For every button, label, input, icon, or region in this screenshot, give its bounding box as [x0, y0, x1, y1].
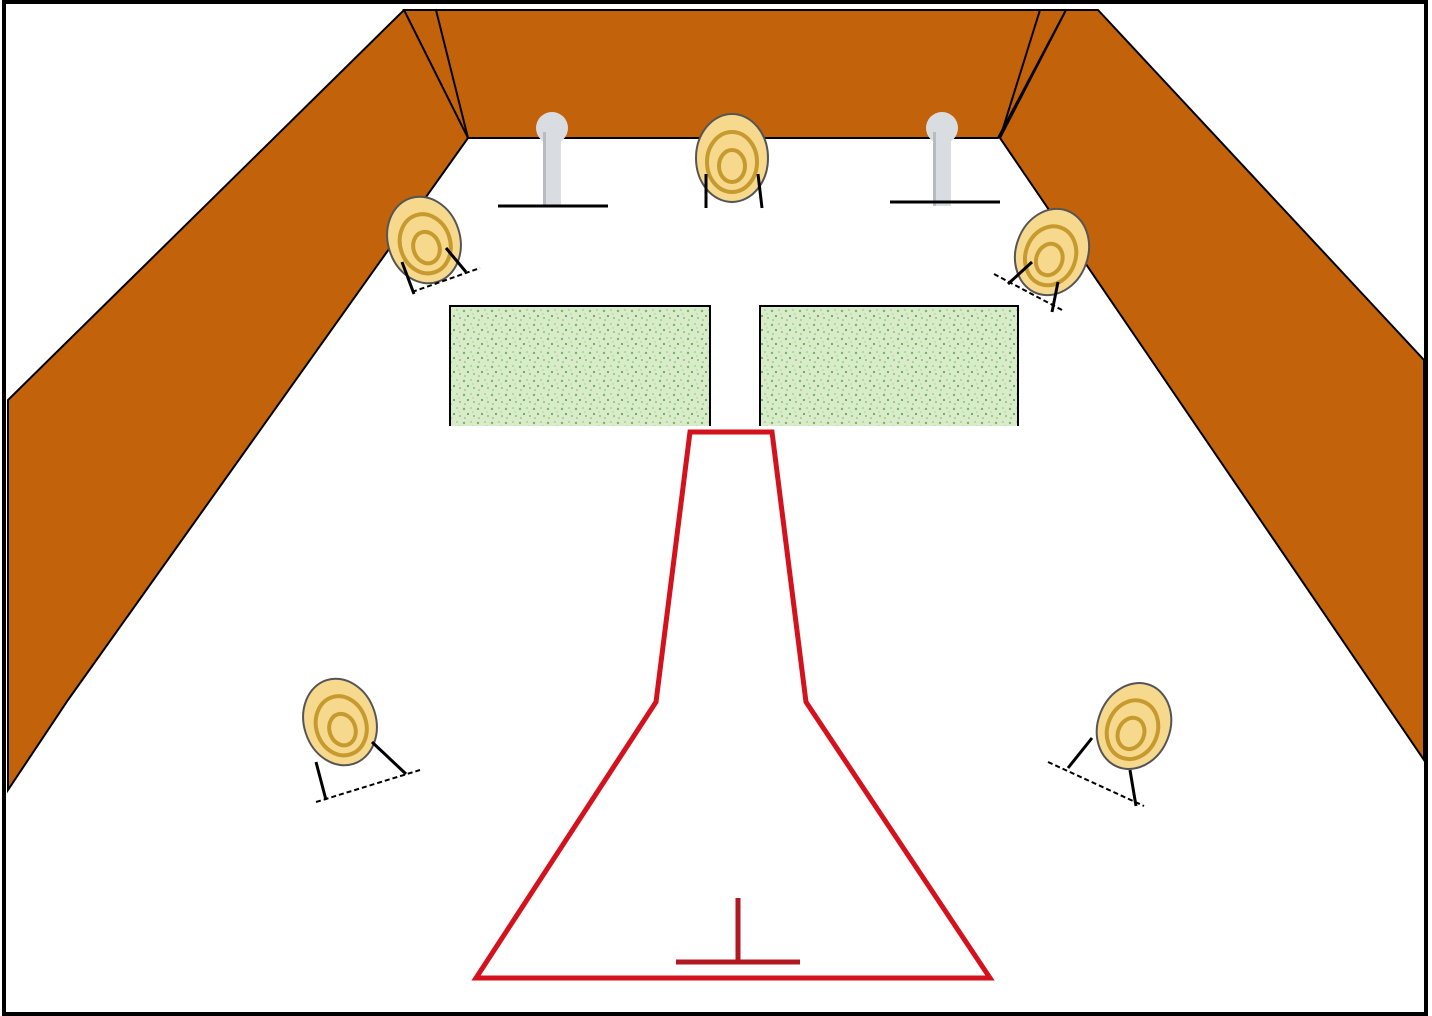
barricade-right: [760, 306, 1018, 426]
barricade-left: [450, 306, 710, 426]
